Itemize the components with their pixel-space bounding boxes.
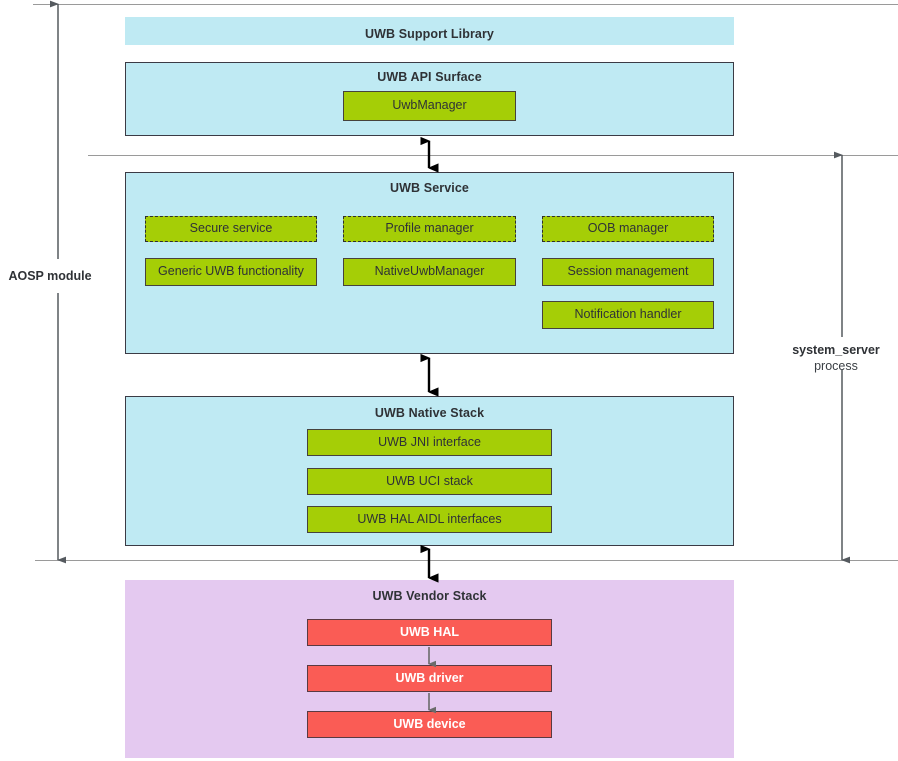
node-label: UWB driver	[395, 670, 464, 685]
annotation-process-label: process	[814, 358, 858, 373]
node-label: UWB JNI interface	[378, 434, 481, 449]
node-uwb-hal[interactable]: UWB HAL	[307, 619, 552, 646]
annotation-system-server-label: system_server	[792, 343, 880, 357]
node-uwb-hal-aidl-interfaces[interactable]: UWB HAL AIDL interfaces	[307, 506, 552, 533]
node-session-management[interactable]: Session management	[542, 258, 714, 286]
node-secure-service[interactable]: Secure service	[145, 216, 317, 242]
boundary-rule-top	[33, 4, 898, 5]
node-notification-handler[interactable]: Notification handler	[542, 301, 714, 329]
node-uwb-manager[interactable]: UwbManager	[343, 91, 516, 121]
annotation-aosp-module: AOSP module	[0, 269, 100, 285]
layer-title-uwb-service: UWB Service	[390, 181, 469, 195]
node-label: UWB UCI stack	[386, 473, 473, 488]
annotation-system-server: system_server process	[776, 343, 896, 374]
node-label: Secure service	[189, 221, 273, 236]
boundary-rule-api-service	[88, 155, 898, 156]
boundary-rule-bottom	[35, 560, 898, 561]
annotation-aosp-module-label: AOSP module	[8, 269, 92, 283]
node-label: UWB HAL AIDL interfaces	[357, 511, 502, 526]
node-label: NativeUwbManager	[374, 264, 485, 279]
node-label: OOB manager	[587, 221, 669, 236]
node-label: Session management	[567, 264, 689, 279]
node-label: Notification handler	[574, 307, 682, 322]
node-generic-uwb-functionality[interactable]: Generic UWB functionality	[145, 258, 317, 286]
node-label: UwbManager	[392, 98, 467, 113]
layer-title-support-library: UWB Support Library	[365, 27, 494, 41]
node-label: UWB HAL	[399, 624, 459, 639]
layer-title-native-stack: UWB Native Stack	[374, 406, 485, 420]
node-oob-manager[interactable]: OOB manager	[542, 216, 714, 242]
layer-api-surface: UWB API Surface	[125, 62, 734, 136]
node-uwb-jni-interface[interactable]: UWB JNI interface	[307, 429, 552, 456]
layer-title-vendor-stack: UWB Vendor Stack	[372, 589, 487, 603]
node-uwb-uci-stack[interactable]: UWB UCI stack	[307, 468, 552, 495]
layer-support-library: UWB Support Library	[125, 17, 734, 45]
node-uwb-device[interactable]: UWB device	[307, 711, 552, 738]
node-profile-manager[interactable]: Profile manager	[343, 216, 516, 242]
node-label: UWB device	[393, 716, 466, 731]
node-native-uwb-manager[interactable]: NativeUwbManager	[343, 258, 516, 286]
node-label: Generic UWB functionality	[158, 264, 304, 279]
node-uwb-driver[interactable]: UWB driver	[307, 665, 552, 692]
layer-title-api-surface: UWB API Surface	[377, 70, 482, 84]
node-label: Profile manager	[385, 221, 474, 236]
